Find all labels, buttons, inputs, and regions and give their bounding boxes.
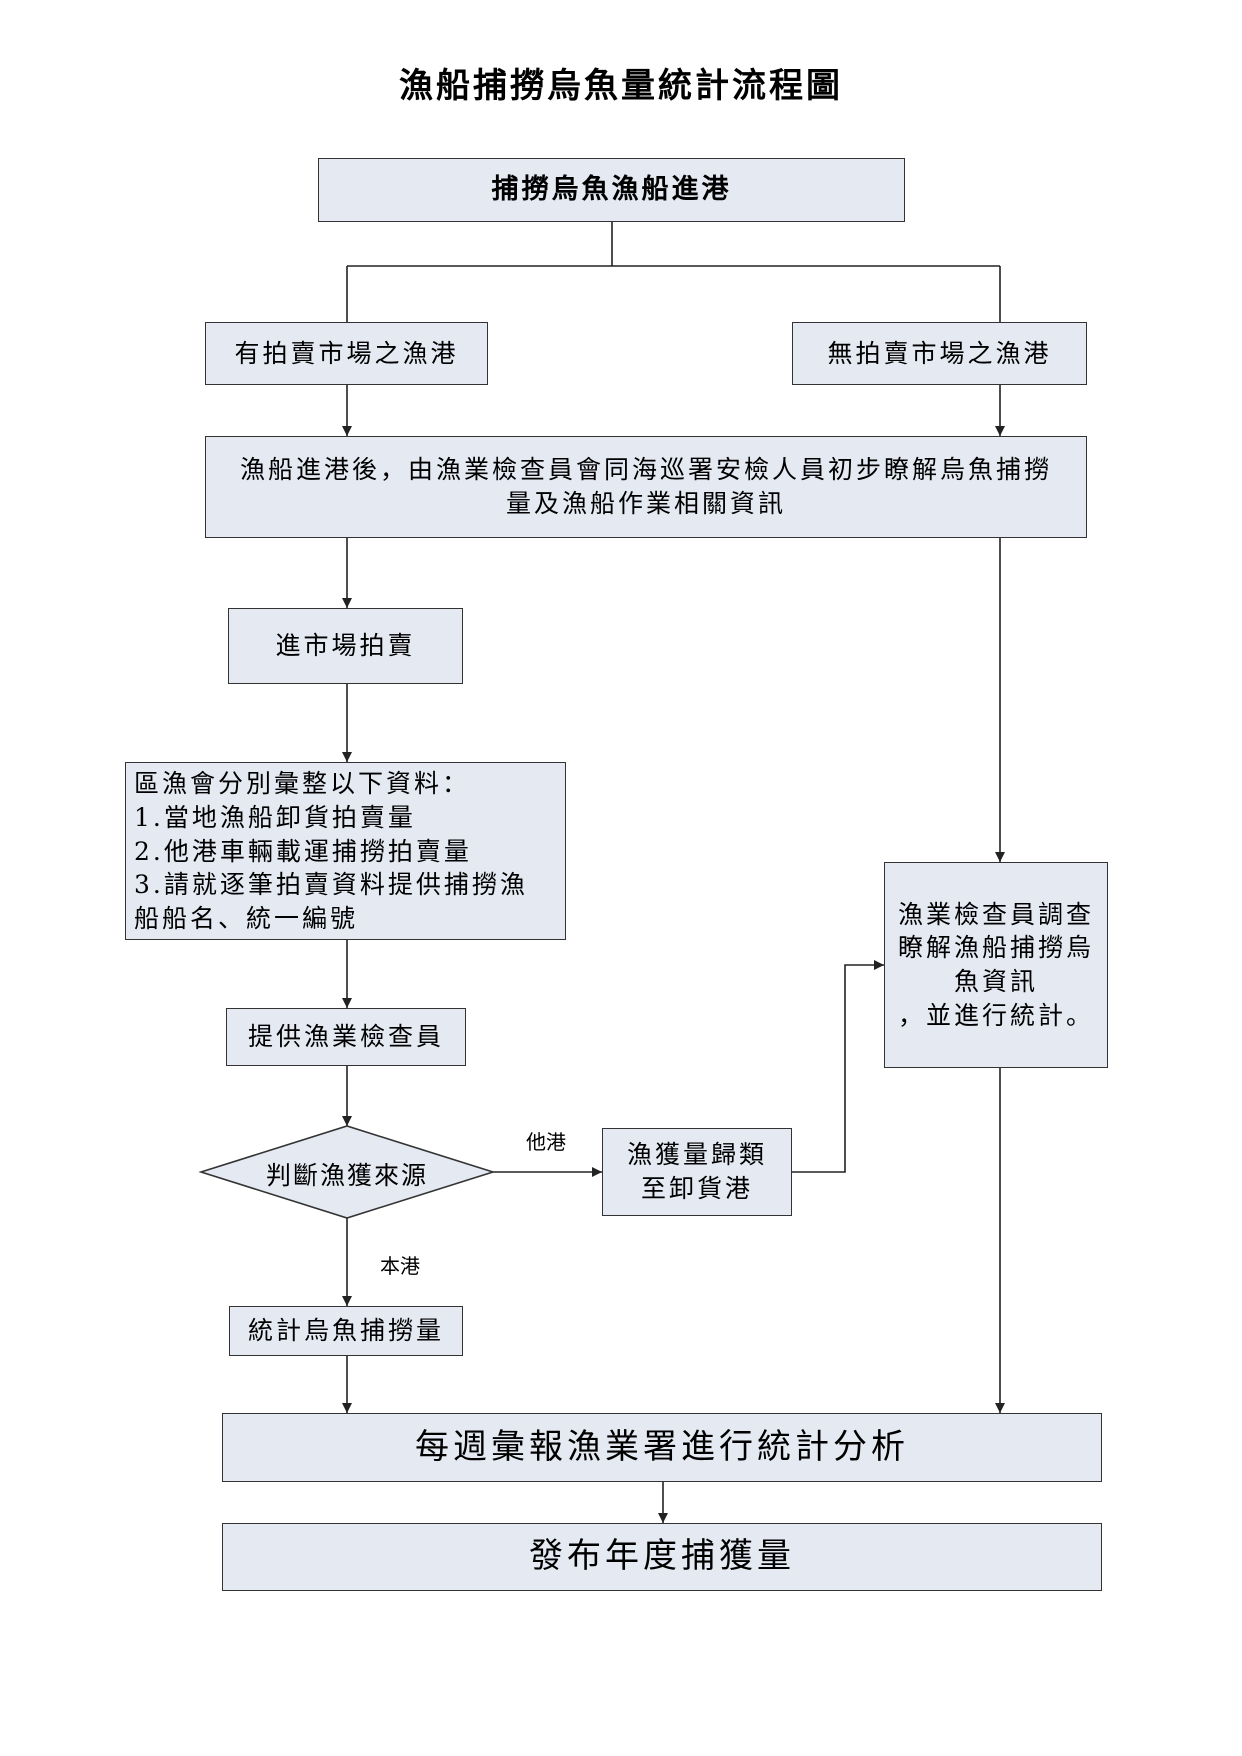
decision-diamond — [198, 1125, 496, 1219]
reclassify-box: 漁獲量歸類 至卸貨港 — [602, 1128, 792, 1216]
survey-line-1: 漁業檢查員調查 — [897, 899, 1094, 929]
with-market-box: 有拍賣市場之漁港 — [205, 322, 488, 385]
decision-label: 判斷漁獲來源 — [265, 1161, 428, 1190]
assoc-line-5: 船船名、統一編號 — [134, 904, 359, 933]
without-market-box: 無拍賣市場之漁港 — [792, 322, 1087, 385]
initial-check-box: 漁船進港後，由漁業檢查員會同海巡署安檢人員初步瞭解烏魚捕撈 量及漁船作業相關資訊 — [205, 436, 1087, 538]
inspector-survey-box: 漁業檢查員調查 瞭解漁船捕撈烏 魚資訊 ，並進行統計。 — [884, 862, 1108, 1068]
reclassify-line-1: 漁獲量歸類 — [626, 1140, 767, 1170]
count-box: 統計烏魚捕撈量 — [229, 1306, 463, 1356]
initial-check-line-1: 漁船進港後，由漁業檢查員會同海巡署安檢人員初步瞭解烏魚捕撈 — [239, 455, 1052, 485]
weekly-report-box: 每週彙報漁業署進行統計分析 — [222, 1413, 1102, 1482]
fishery-association-box: 區漁會分別彙整以下資料： 1.當地漁船卸貨拍賣量 2.他港車輛載運捕撈拍賣量 3… — [125, 762, 566, 940]
assoc-line-3: 2.他港車輛載運捕撈拍賣量 — [134, 836, 472, 866]
reclassify-line-2: 至卸貨港 — [640, 1174, 753, 1203]
initial-check-line-2: 量及漁船作業相關資訊 — [505, 489, 786, 518]
assoc-line-1: 區漁會分別彙整以下資料： — [134, 769, 471, 798]
edge-label-this-port: 本港 — [380, 1254, 420, 1278]
survey-line-4: ，並進行統計。 — [897, 1000, 1094, 1030]
survey-line-2: 瞭解漁船捕撈烏 — [897, 933, 1094, 963]
edge-label-other-port: 他港 — [526, 1130, 566, 1154]
start-box: 捕撈烏魚漁船進港 — [318, 158, 905, 222]
assoc-line-4: 3.請就逐筆拍賣資料提供捕撈漁 — [134, 870, 528, 900]
publish-box: 發布年度捕獲量 — [222, 1523, 1102, 1591]
assoc-line-2: 1.當地漁船卸貨拍賣量 — [134, 802, 416, 832]
survey-line-3: 魚資訊 — [953, 967, 1038, 996]
auction-box: 進市場拍賣 — [228, 608, 463, 684]
provide-inspector-box: 提供漁業檢查員 — [226, 1008, 466, 1066]
page-title: 漁船捕撈烏魚量統計流程圖 — [399, 66, 843, 106]
arrow-reclassify-to-survey — [792, 960, 884, 1173]
